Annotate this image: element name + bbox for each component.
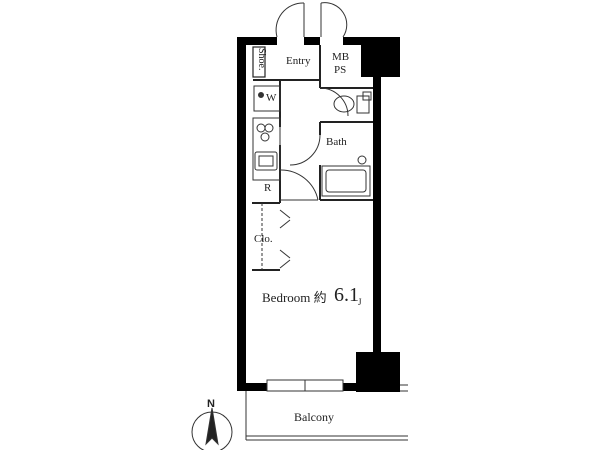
washer-label: W <box>266 92 277 104</box>
wall-right <box>373 77 381 357</box>
balcony-label: Balcony <box>294 410 334 424</box>
wall-top-mid <box>304 37 320 45</box>
entry-label: Entry <box>286 55 311 67</box>
compass-icon <box>191 407 233 450</box>
bedroom-label: Bedroom 約 <box>262 290 327 305</box>
bedroom-door <box>279 169 319 201</box>
wall-left <box>237 37 246 391</box>
ps-label: PS <box>334 64 347 76</box>
kitchen <box>252 117 281 181</box>
toilet-room <box>319 87 372 117</box>
washer-area <box>253 85 281 112</box>
bedroom-area: 6.1 <box>334 284 359 306</box>
exterior-walls <box>237 37 400 392</box>
bedroom-unit: J <box>358 297 362 307</box>
balcony <box>245 379 408 441</box>
north-label: N <box>207 398 215 410</box>
shoe-cabinet <box>252 46 266 78</box>
refrigerator-label: R <box>264 182 272 194</box>
closet <box>261 203 291 270</box>
wall-bottom-left <box>237 383 267 391</box>
shoe-label: Shoe. <box>256 48 267 71</box>
bath-room <box>289 134 371 197</box>
mb-label: MB <box>332 51 350 63</box>
bath-label: Bath <box>326 136 347 148</box>
wall-bottom-right <box>343 383 400 391</box>
entry-doors <box>275 2 348 38</box>
wall-top-left <box>237 37 277 45</box>
column-top-right <box>361 37 400 77</box>
closet-label: Clo. <box>254 233 273 245</box>
